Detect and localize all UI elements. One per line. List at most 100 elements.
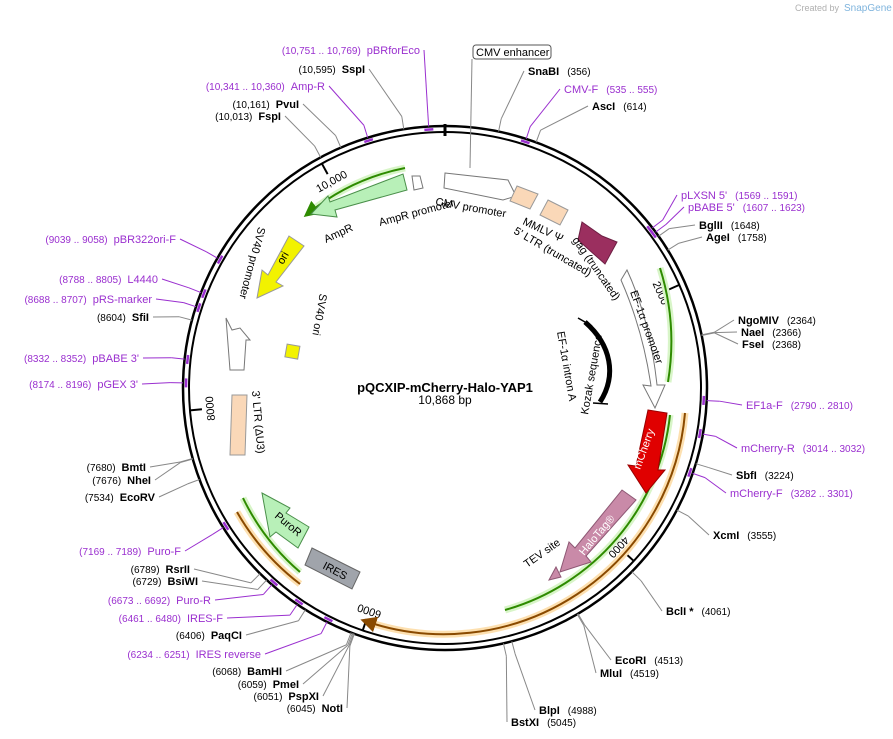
site-leader [346, 645, 351, 709]
site-leader [502, 643, 507, 657]
primer-site-label[interactable]: L4440(8788 .. 8805) [59, 274, 158, 286]
enzyme-site-label[interactable]: FseI(2368) [742, 339, 801, 351]
site-leader [179, 457, 193, 463]
mmlv-psi-box[interactable] [509, 185, 539, 210]
site-name: SnaBI [528, 66, 559, 78]
site-position: (6045) [287, 704, 316, 715]
site-leader [187, 479, 200, 485]
site-leader [158, 483, 188, 498]
enzyme-site-label[interactable]: EcoRV(7534) [85, 492, 156, 504]
site-leader [298, 609, 306, 621]
primer-mark [363, 138, 374, 144]
primer-site-label[interactable]: Puro-F(7169 .. 7189) [79, 546, 181, 558]
site-position: (1569 .. 1591) [735, 191, 797, 202]
primer-mark [269, 578, 279, 587]
site-name: IRES reverse [196, 649, 261, 661]
enzyme-site-label[interactable]: SspI(10,595) [299, 64, 365, 76]
ires-box[interactable] [304, 547, 361, 590]
tev-site-arrow[interactable] [548, 565, 562, 581]
ef1a-promoter-arrow[interactable] [620, 268, 666, 410]
enzyme-site-label[interactable]: BclI * (4061) [666, 606, 730, 618]
enzyme-site-label[interactable]: NaeI(2366) [741, 327, 801, 339]
site-position: (2368) [772, 340, 801, 351]
halotag-arrow[interactable] [559, 489, 637, 573]
site-leader [669, 224, 696, 230]
sv40-promoter-arrow[interactable] [225, 317, 252, 371]
ori-arrow[interactable] [256, 235, 305, 299]
enzyme-site-label[interactable]: PvuI(10,161) [233, 99, 299, 111]
plasmid-name: pQCXIP-mCherry-Halo-YAP1 [357, 380, 533, 395]
site-name: EcoRV [120, 492, 156, 504]
enzyme-site-label[interactable]: SbfI(3224) [736, 470, 794, 482]
enzyme-site-label[interactable]: PaqCI(6406) [176, 630, 242, 642]
ltr5-box[interactable] [539, 199, 569, 226]
enzyme-site-label[interactable]: SfiI(8604) [97, 312, 149, 324]
site-name: AgeI [706, 232, 730, 244]
enzyme-site-label[interactable]: BsiWI(6729) [133, 576, 198, 588]
enzyme-site-label[interactable]: SnaBI(356) [528, 66, 591, 78]
site-position: (4061) [702, 607, 731, 618]
enzyme-site-label[interactable]: BstXI(5045) [511, 717, 576, 729]
enzyme-site-label[interactable]: BlpI(4988) [539, 705, 597, 717]
enzyme-site-label[interactable]: XcmI(3555) [713, 530, 776, 542]
site-leader [245, 620, 299, 636]
sv40-ori-box[interactable] [284, 343, 301, 360]
primer-site-label[interactable]: pBRforEco(10,751 .. 10,769) [282, 45, 420, 57]
primer-site-label[interactable]: pBABE 3'(8332 .. 8352) [24, 353, 139, 365]
enzyme-site-label[interactable]: BamHI(6068) [212, 666, 282, 678]
puro-green-arc [242, 497, 301, 573]
enzyme-site-label[interactable]: MluI(4519) [600, 668, 659, 680]
enzyme-site-label[interactable]: AgeI(1758) [706, 232, 767, 244]
orange-orf-arc [360, 412, 686, 636]
site-leader [701, 332, 715, 336]
ltr3-box[interactable] [229, 394, 248, 456]
mcherry-arrow[interactable] [627, 409, 668, 494]
site-position: (614) [623, 102, 646, 113]
site-labels: pBRforEco(10,751 .. 10,769) SspI(10,595) A… [24, 45, 865, 729]
site-leader [262, 584, 273, 595]
primer-site-label[interactable]: IRES-F(6461 .. 6480) [119, 613, 224, 625]
ef1a-orf-arc [659, 267, 673, 383]
cmv-enhancer-box[interactable] [472, 44, 552, 60]
primer-site-label[interactable]: pLXSN 5' (1569 .. 1591) [681, 190, 797, 202]
enzyme-site-label[interactable]: FspI(10,013) [215, 111, 281, 123]
gag-arrow[interactable] [577, 221, 618, 265]
site-name: EcoRI [615, 655, 646, 667]
primer-site-label[interactable]: pRS-marker(8688 .. 8707) [24, 294, 152, 306]
site-leader [302, 644, 349, 685]
feature-label-ampr-promoter: AmpR promoter [378, 197, 456, 229]
primer-site-label[interactable]: EF1a-F(2790 .. 2810) [746, 400, 853, 412]
site-position: (8788 .. 8805) [59, 275, 121, 286]
primer-site-label[interactable]: pGEX 3'(8174 .. 8196) [29, 379, 138, 391]
site-position: (2790 .. 2810) [791, 401, 853, 412]
primer-site-label[interactable]: mCherry-F(3282 .. 3301) [730, 488, 853, 500]
cmv-promoter-arrow[interactable] [443, 172, 517, 201]
site-position: (3282 .. 3301) [791, 489, 853, 500]
puror-arrow[interactable] [261, 492, 310, 549]
primer-site-label[interactable]: Amp-R(10,341 .. 10,360) [206, 81, 325, 93]
site-name: BclI * [666, 606, 694, 618]
enzyme-site-label[interactable]: PmeI(6059) [238, 679, 299, 691]
primer-site-label[interactable]: Puro-R(6673 .. 6692) [108, 595, 211, 607]
enzyme-site-label[interactable]: BglII(1648) [699, 220, 760, 232]
enzyme-site-label[interactable]: EcoRI(4513) [615, 655, 683, 667]
enzyme-site-label[interactable]: RsrII(6789) [131, 564, 190, 576]
site-name: pBR322ori-F [114, 234, 177, 246]
site-leader [655, 224, 667, 233]
primer-mark [323, 616, 333, 623]
enzyme-site-label[interactable]: NheI(7676) [92, 475, 151, 487]
enzyme-site-label[interactable]: PspXI(6051) [254, 691, 319, 703]
site-name: pLXSN 5' [681, 190, 727, 202]
primer-site-label[interactable]: mCherry-R(3014 .. 3032) [741, 443, 865, 455]
enzyme-site-label[interactable]: NgoMIV(2364) [738, 315, 816, 327]
primer-site-label[interactable]: pBABE 5'(1607 .. 1623) [688, 202, 805, 214]
primer-site-label[interactable]: CMV-F(535 .. 555) [564, 84, 657, 96]
primer-site-label[interactable]: IRES reverse(6234 .. 6251) [127, 649, 261, 661]
enzyme-site-label[interactable]: NotI(6045) [287, 703, 343, 715]
feature-label-ef1a-intron: EF-1α intron A [554, 330, 578, 402]
ampr-promoter-arrow[interactable] [411, 175, 424, 191]
enzyme-site-label[interactable]: BmtI(7680) [87, 462, 146, 474]
ampr-arrow[interactable] [309, 173, 408, 218]
enzyme-site-label[interactable]: AscI(614) [592, 101, 647, 113]
primer-site-label[interactable]: pBR322ori-F(9039 .. 9058) [45, 234, 176, 246]
